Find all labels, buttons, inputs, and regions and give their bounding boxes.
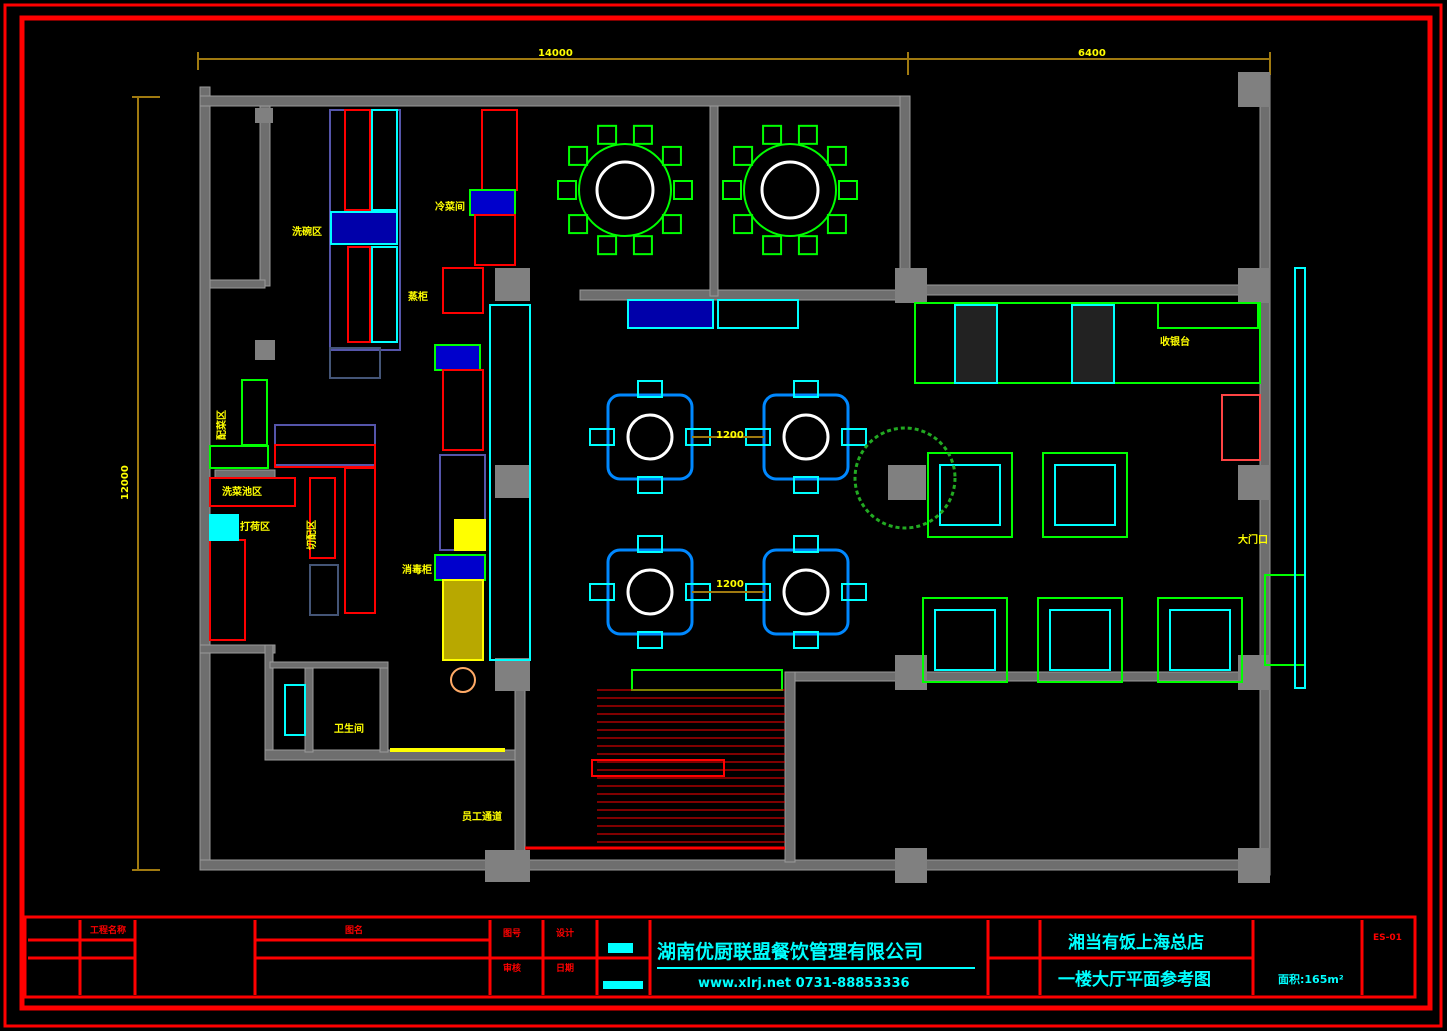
aisle-label-1: 1200 — [716, 430, 744, 441]
table-top — [626, 568, 674, 616]
square-table — [762, 393, 850, 481]
walls — [199, 74, 1271, 876]
chair — [637, 631, 663, 649]
chair — [733, 214, 754, 235]
stair-landing — [591, 759, 725, 777]
booth-seat — [1037, 597, 1123, 683]
chair — [632, 235, 653, 256]
square-table — [606, 548, 694, 636]
chair — [733, 145, 754, 166]
chair — [637, 535, 663, 553]
square-table — [606, 393, 694, 481]
cyan-block-2 — [603, 981, 643, 989]
chair — [793, 380, 819, 398]
table-outline — [743, 143, 837, 237]
field-label-6: 日期 — [556, 962, 574, 974]
dining-tables — [557, 124, 1243, 683]
staircase — [525, 689, 785, 850]
chair — [762, 235, 783, 256]
booth-table — [1049, 609, 1111, 671]
company-contact: www.xlrj.net 0731-88853336 — [698, 976, 910, 991]
chair — [637, 380, 663, 398]
booth-seat — [922, 597, 1008, 683]
chair — [673, 180, 693, 200]
chair — [797, 235, 818, 256]
plant-icon — [853, 426, 957, 530]
square-table — [762, 548, 850, 636]
booth-table — [1169, 609, 1231, 671]
table-outline — [578, 143, 672, 237]
front-door-label: 大门口 — [1238, 533, 1268, 546]
dim-top-left: 14000 — [538, 48, 573, 59]
cyan-block-1 — [608, 943, 633, 953]
kitchen-label-7: 配菜区 — [215, 410, 228, 440]
restroom-label: 卫生间 — [334, 722, 364, 735]
kitchen-label-1: 洗碗区 — [292, 225, 322, 238]
chair — [826, 145, 847, 166]
kitchen-label-8: 切配区 — [306, 520, 318, 550]
sheet-number: ES-01 — [1373, 933, 1402, 943]
scale-label: 面积:165m² — [1278, 972, 1344, 986]
chair — [589, 428, 615, 446]
booth-seat — [1157, 597, 1243, 683]
booth-table — [934, 609, 996, 671]
kitchen-label-3: 蒸柜 — [408, 290, 428, 303]
field-label-1: 工程名称 — [90, 924, 126, 936]
booth-table — [1054, 464, 1116, 526]
chair — [597, 124, 618, 145]
title-block — [23, 915, 1417, 999]
partitions — [627, 267, 1306, 691]
company-name: 湖南优厨联盟餐饮管理有限公司 — [657, 940, 923, 963]
chair — [762, 124, 783, 145]
chair — [841, 428, 867, 446]
table-top — [782, 568, 830, 616]
chair — [557, 180, 577, 200]
chair — [589, 583, 615, 601]
table-top — [626, 413, 674, 461]
outer-frame — [3, 3, 1443, 1028]
dim-left: 12000 — [120, 465, 131, 500]
chair — [568, 145, 589, 166]
round-table — [595, 160, 655, 220]
booth-table — [939, 464, 1001, 526]
drawing-title: 一楼大厅平面参考图 — [1058, 969, 1211, 990]
chair — [841, 583, 867, 601]
kitchen-label-5: 消毒柜 — [402, 563, 432, 576]
chair — [797, 124, 818, 145]
round-table — [760, 160, 820, 220]
kitchen-label-6: 洗菜池区 — [222, 485, 262, 498]
table-top — [782, 413, 830, 461]
chair — [826, 214, 847, 235]
chair — [793, 631, 819, 649]
dimension-lines — [132, 52, 1271, 871]
kitchen-equipment — [209, 109, 531, 752]
kitchen-label-4: 打荷区 — [240, 520, 270, 533]
back-door-label: 员工通道 — [462, 810, 502, 823]
project-name: 湘当有饭上海总店 — [1068, 932, 1204, 953]
chair — [637, 476, 663, 494]
field-label-3: 图号 — [503, 928, 521, 939]
chair — [632, 124, 653, 145]
field-label-4: 设计 — [556, 927, 574, 939]
kitchen-label-2: 冷菜间 — [435, 200, 465, 213]
chair — [793, 535, 819, 553]
aisle-label-2: 1200 — [716, 579, 744, 590]
field-label-2: 图名 — [345, 924, 363, 936]
field-label-5: 审核 — [503, 962, 521, 974]
cashier-label: 收银台 — [1160, 335, 1190, 348]
dim-top-right: 6400 — [1078, 48, 1106, 59]
inner-frame — [19, 15, 1433, 1011]
chair — [722, 180, 742, 200]
chair — [568, 214, 589, 235]
chair — [838, 180, 858, 200]
chair — [661, 214, 682, 235]
booth-seat — [1042, 452, 1128, 538]
chair — [597, 235, 618, 256]
chair — [661, 145, 682, 166]
booth-seat — [927, 452, 1013, 538]
chair — [793, 476, 819, 494]
